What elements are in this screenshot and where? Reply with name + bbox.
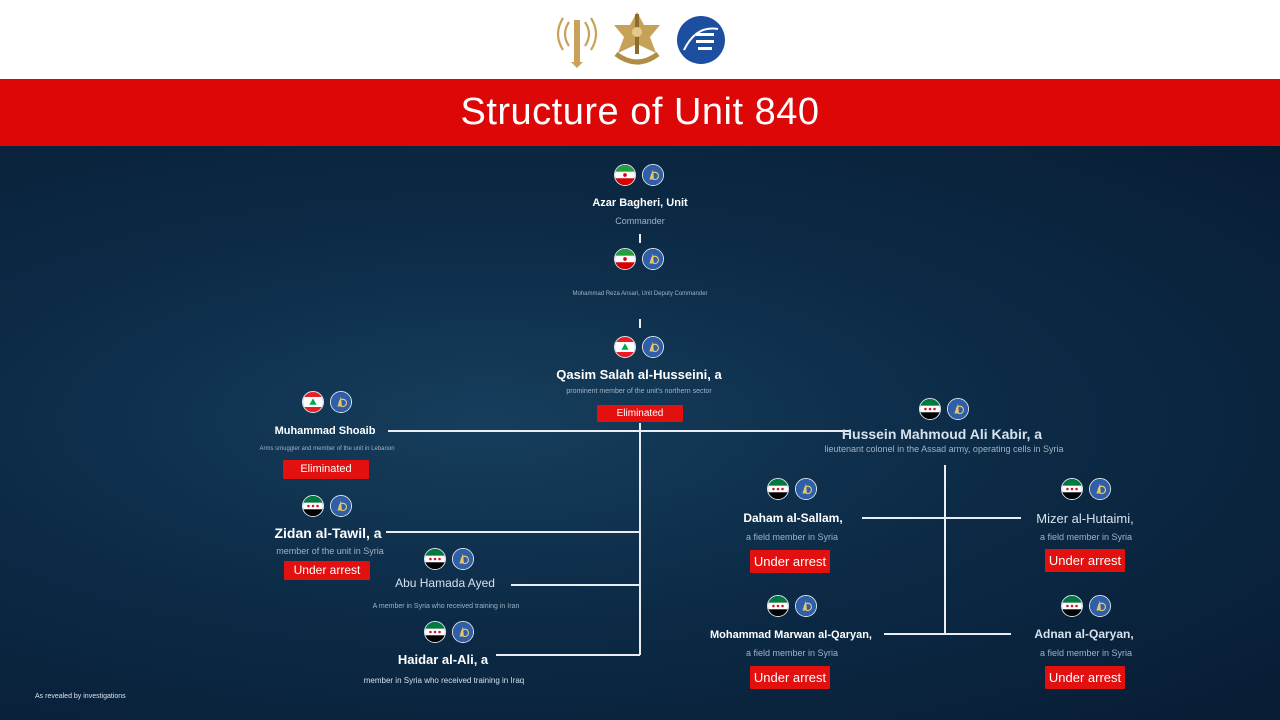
connector-line	[388, 430, 850, 432]
connector-line	[511, 584, 640, 586]
person-name-kabir: Hussein Mahmoud Ali Kabir, a	[841, 426, 1043, 442]
title-banner: Structure of Unit 840	[0, 79, 1280, 146]
syria-flag-icon	[767, 478, 789, 500]
status-badge-under-arrest: Under arrest	[284, 561, 370, 580]
irgc-emblem-icon	[1089, 478, 1111, 500]
connector-line	[639, 423, 641, 655]
person-name-haidar: Haidar al-Ali, a	[397, 652, 489, 667]
person-role-ayed: A member in Syria who received training …	[372, 603, 520, 610]
person-role-shoaib: Arms smuggler and member of the unit in …	[259, 446, 395, 452]
status-badge-eliminated: Eliminated	[597, 405, 683, 422]
person-name-daham: Daham al-Sallam,	[743, 511, 843, 525]
irgc-emblem-icon	[330, 495, 352, 517]
irgc-emblem-icon	[795, 595, 817, 617]
person-role-husseini: prominent member of the unit's northern …	[566, 388, 712, 395]
irgc-emblem-icon	[642, 164, 664, 186]
status-badge-eliminated: Eliminated	[283, 460, 369, 479]
header	[0, 0, 1280, 79]
person-name-mizer: Mizer al-Hutaimi,	[1036, 511, 1134, 526]
lebanon-flag-icon	[302, 391, 324, 413]
idf-emblem-icon	[614, 12, 660, 65]
connector-line	[386, 531, 640, 533]
person-role-bagheri: Commander	[615, 216, 665, 226]
person-role-marwan: a field member in Syria	[745, 648, 839, 658]
syria-flag-icon	[767, 595, 789, 617]
irgc-emblem-icon	[452, 621, 474, 643]
connector-line	[944, 465, 946, 634]
irgc-emblem-icon	[330, 391, 352, 413]
irgc-emblem-icon	[1089, 595, 1111, 617]
person-role-kabir: lieutenant colonel in the Assad army, op…	[824, 444, 1064, 454]
status-badge-under-arrest: Under arrest	[1045, 549, 1125, 572]
status-badge-under-arrest: Under arrest	[750, 666, 830, 689]
syria-flag-icon	[424, 548, 446, 570]
person-name-ayed: Abu Hamada Ayed	[395, 576, 495, 590]
person-role-adnan: a field member in Syria	[1039, 648, 1133, 658]
footer-note: As revealed by investigations	[35, 693, 126, 700]
person-name-bagheri: Azar Bagheri, Unit	[592, 197, 688, 209]
connector-line	[862, 517, 1021, 519]
person-name-marwan: Mohammad Marwan al-Qaryan,	[710, 629, 872, 641]
lebanon-flag-icon	[614, 336, 636, 358]
person-name-shoaib: Muhammad Shoaib	[274, 425, 376, 437]
person-role-tawil: member of the unit in Syria	[276, 546, 384, 556]
page-title: Structure of Unit 840	[460, 91, 820, 133]
radio-emblem-icon	[556, 17, 598, 68]
connector-line	[639, 234, 641, 243]
person-name-adnan: Adnan al-Qaryan,	[1034, 627, 1134, 641]
person-name-tawil: Zidan al-Tawil, a	[274, 525, 382, 541]
syria-flag-icon	[1061, 478, 1083, 500]
syria-flag-icon	[424, 621, 446, 643]
connector-line	[884, 633, 1011, 635]
iran-flag-icon	[614, 248, 636, 270]
person-role-daham: a field member in Syria	[745, 532, 839, 542]
irgc-emblem-icon	[642, 248, 664, 270]
syria-flag-icon	[919, 398, 941, 420]
person-role-haidar: member in Syria who received training in…	[363, 676, 525, 685]
connector-line	[496, 654, 640, 656]
irgc-emblem-icon	[452, 548, 474, 570]
irgc-emblem-icon	[795, 478, 817, 500]
iran-flag-icon	[614, 164, 636, 186]
status-badge-under-arrest: Under arrest	[750, 550, 830, 573]
person-role-mizer: a field member in Syria	[1039, 532, 1133, 542]
person-name-husseini: Qasim Salah al-Husseini, a	[556, 367, 722, 382]
irgc-emblem-icon	[642, 336, 664, 358]
syria-flag-icon	[302, 495, 324, 517]
intelligence-emblem-icon	[677, 16, 725, 64]
connector-line	[639, 319, 641, 328]
status-badge-under-arrest: Under arrest	[1045, 666, 1125, 689]
person-role-ansari: Mohammad Reza Ansari, Unit Deputy Comman…	[572, 291, 708, 297]
syria-flag-icon	[1061, 595, 1083, 617]
irgc-emblem-icon	[947, 398, 969, 420]
